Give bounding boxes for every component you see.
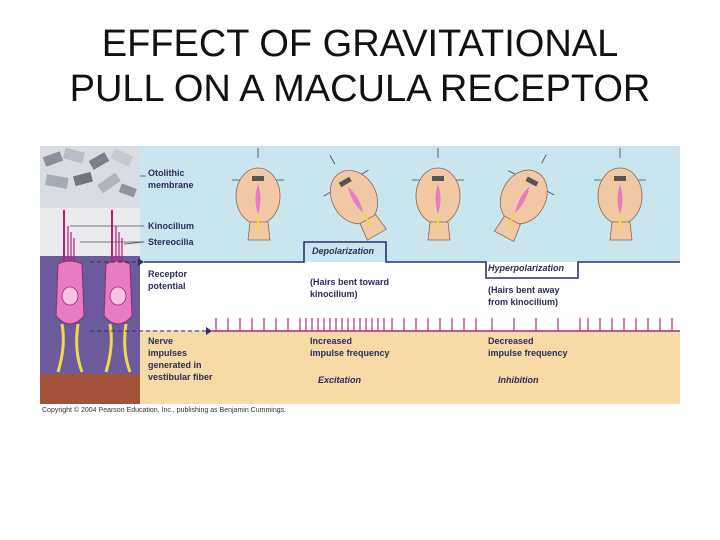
hyperpolarization-label: Hyperpolarization <box>488 263 565 273</box>
hyperpolarization-note-1: (Hairs bent away <box>488 285 560 295</box>
label-nerve-3: generated in <box>148 360 202 370</box>
excitation-label: Excitation <box>318 375 362 385</box>
gel-layer <box>40 208 140 256</box>
label-kinocilium: Kinocilium <box>148 221 194 231</box>
label-receptor-2: potential <box>148 281 186 291</box>
increased-frequency-1: Increased <box>310 336 352 346</box>
label-nerve-1: Nerve <box>148 336 173 346</box>
label-otolithic-2: membrane <box>148 180 194 190</box>
depolarization-note-2: kinocilium) <box>310 289 358 299</box>
label-stereocilia: Stereocilia <box>148 237 195 247</box>
label-nerve-4: vestibular fiber <box>148 372 213 382</box>
label-otolithic-1: Otolithic <box>148 168 185 178</box>
slide-title: EFFECT OF GRAVITATIONAL PULL ON A MACULA… <box>0 22 720 112</box>
increased-frequency-2: impulse frequency <box>310 348 390 358</box>
decreased-frequency-1: Decreased <box>488 336 534 346</box>
inhibition-label: Inhibition <box>498 375 539 385</box>
title-line-2: PULL ON A MACULA RECEPTOR <box>0 67 720 112</box>
label-receptor-1: Receptor <box>148 269 188 279</box>
basement-layer <box>40 374 140 404</box>
hyperpolarization-note-2: from kinocilium) <box>488 297 558 307</box>
title-line-1: EFFECT OF GRAVITATIONAL <box>0 22 720 67</box>
otolithic-membrane <box>40 146 140 208</box>
decreased-frequency-2: impulse frequency <box>488 348 568 358</box>
label-nerve-2: impulses <box>148 348 187 358</box>
macula-receptor-diagram: Otolithic membrane Kinocilium Stereocili… <box>40 146 680 404</box>
copyright-notice: Copyright © 2004 Pearson Education, Inc.… <box>42 407 286 414</box>
depolarization-label: Depolarization <box>312 246 375 256</box>
depolarization-note-1: (Hairs bent toward <box>310 277 389 287</box>
